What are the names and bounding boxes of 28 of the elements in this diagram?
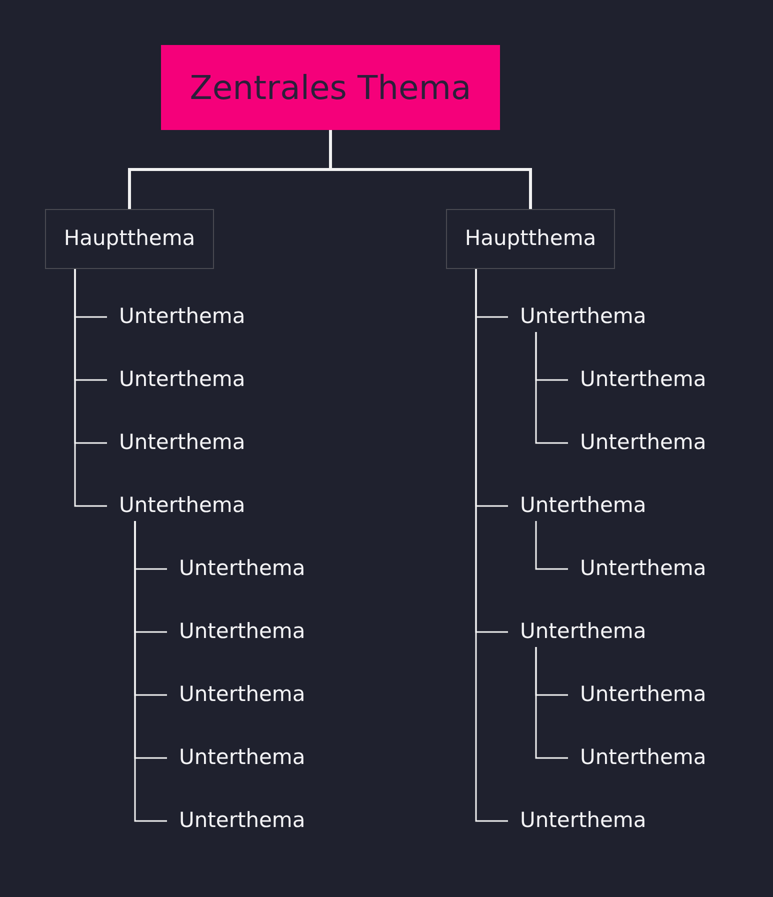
subtopic-text: Unterthema — [568, 428, 706, 458]
subtopic-text: Unterthema — [568, 554, 706, 584]
subtopic-text: Unterthema — [167, 617, 306, 647]
connector-line — [134, 521, 167, 822]
subtopic-text: Unterthema — [508, 491, 646, 521]
subtopic-text: Unterthema — [568, 743, 706, 773]
subtopic-text: Unterthema — [508, 302, 646, 332]
subtopic-text: Unterthema — [568, 365, 706, 395]
connector-line — [535, 332, 568, 444]
main-topic-box: Hauptthema — [446, 209, 615, 269]
subtopic-text: Unterthema — [107, 428, 246, 458]
connector-line — [535, 647, 568, 759]
connector-line — [535, 521, 568, 570]
subtopic-text: Unterthema — [167, 806, 306, 836]
subtopic-text: Unterthema — [107, 491, 246, 521]
subtopic-text: Unterthema — [167, 743, 306, 773]
central-topic-box: Zentrales Thema — [161, 45, 500, 130]
connector-line — [475, 269, 508, 822]
subtopic-text: Unterthema — [107, 302, 246, 332]
main-topic-box: Hauptthema — [45, 209, 214, 269]
subtopic-text: Unterthema — [508, 617, 646, 647]
subtopic-text: Unterthema — [107, 365, 246, 395]
connector-line — [329, 130, 532, 209]
subtopic-text: Unterthema — [167, 554, 306, 584]
subtopic-text: Unterthema — [568, 680, 706, 710]
connector-line — [74, 269, 107, 507]
subtopic-text: Unterthema — [508, 806, 646, 836]
subtopic-text: Unterthema — [167, 680, 306, 710]
